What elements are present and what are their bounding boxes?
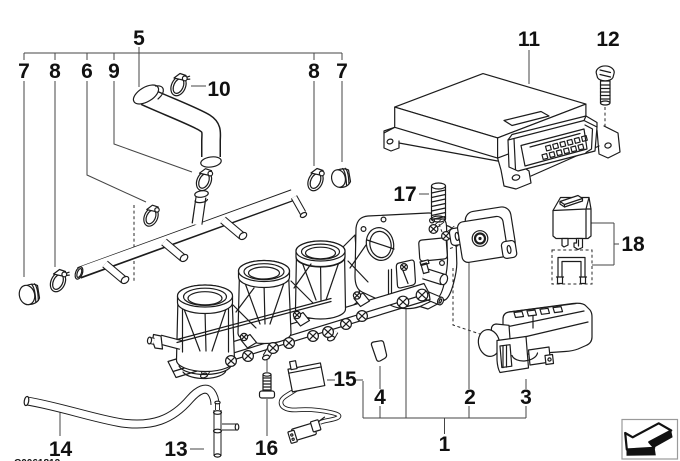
svg-text:C0061813: C0061813	[14, 458, 61, 461]
svg-text:6: 6	[81, 60, 93, 83]
svg-text:16: 16	[255, 437, 278, 460]
svg-text:12: 12	[596, 28, 619, 51]
svg-text:14: 14	[49, 438, 73, 461]
svg-text:2: 2	[464, 386, 476, 409]
svg-text:5: 5	[133, 27, 145, 50]
svg-text:1: 1	[439, 433, 451, 456]
svg-text:4: 4	[374, 386, 386, 409]
svg-text:7: 7	[336, 60, 348, 83]
svg-text:7: 7	[18, 60, 30, 83]
svg-text:13: 13	[164, 438, 187, 461]
svg-text:9: 9	[108, 60, 120, 83]
svg-text:3: 3	[520, 386, 532, 409]
svg-text:8: 8	[49, 60, 61, 83]
svg-text:15: 15	[333, 368, 357, 391]
svg-text:18: 18	[621, 233, 645, 256]
svg-text:17: 17	[393, 183, 416, 206]
svg-text:11: 11	[518, 28, 541, 51]
svg-text:8: 8	[308, 60, 320, 83]
svg-text:10: 10	[207, 78, 230, 101]
